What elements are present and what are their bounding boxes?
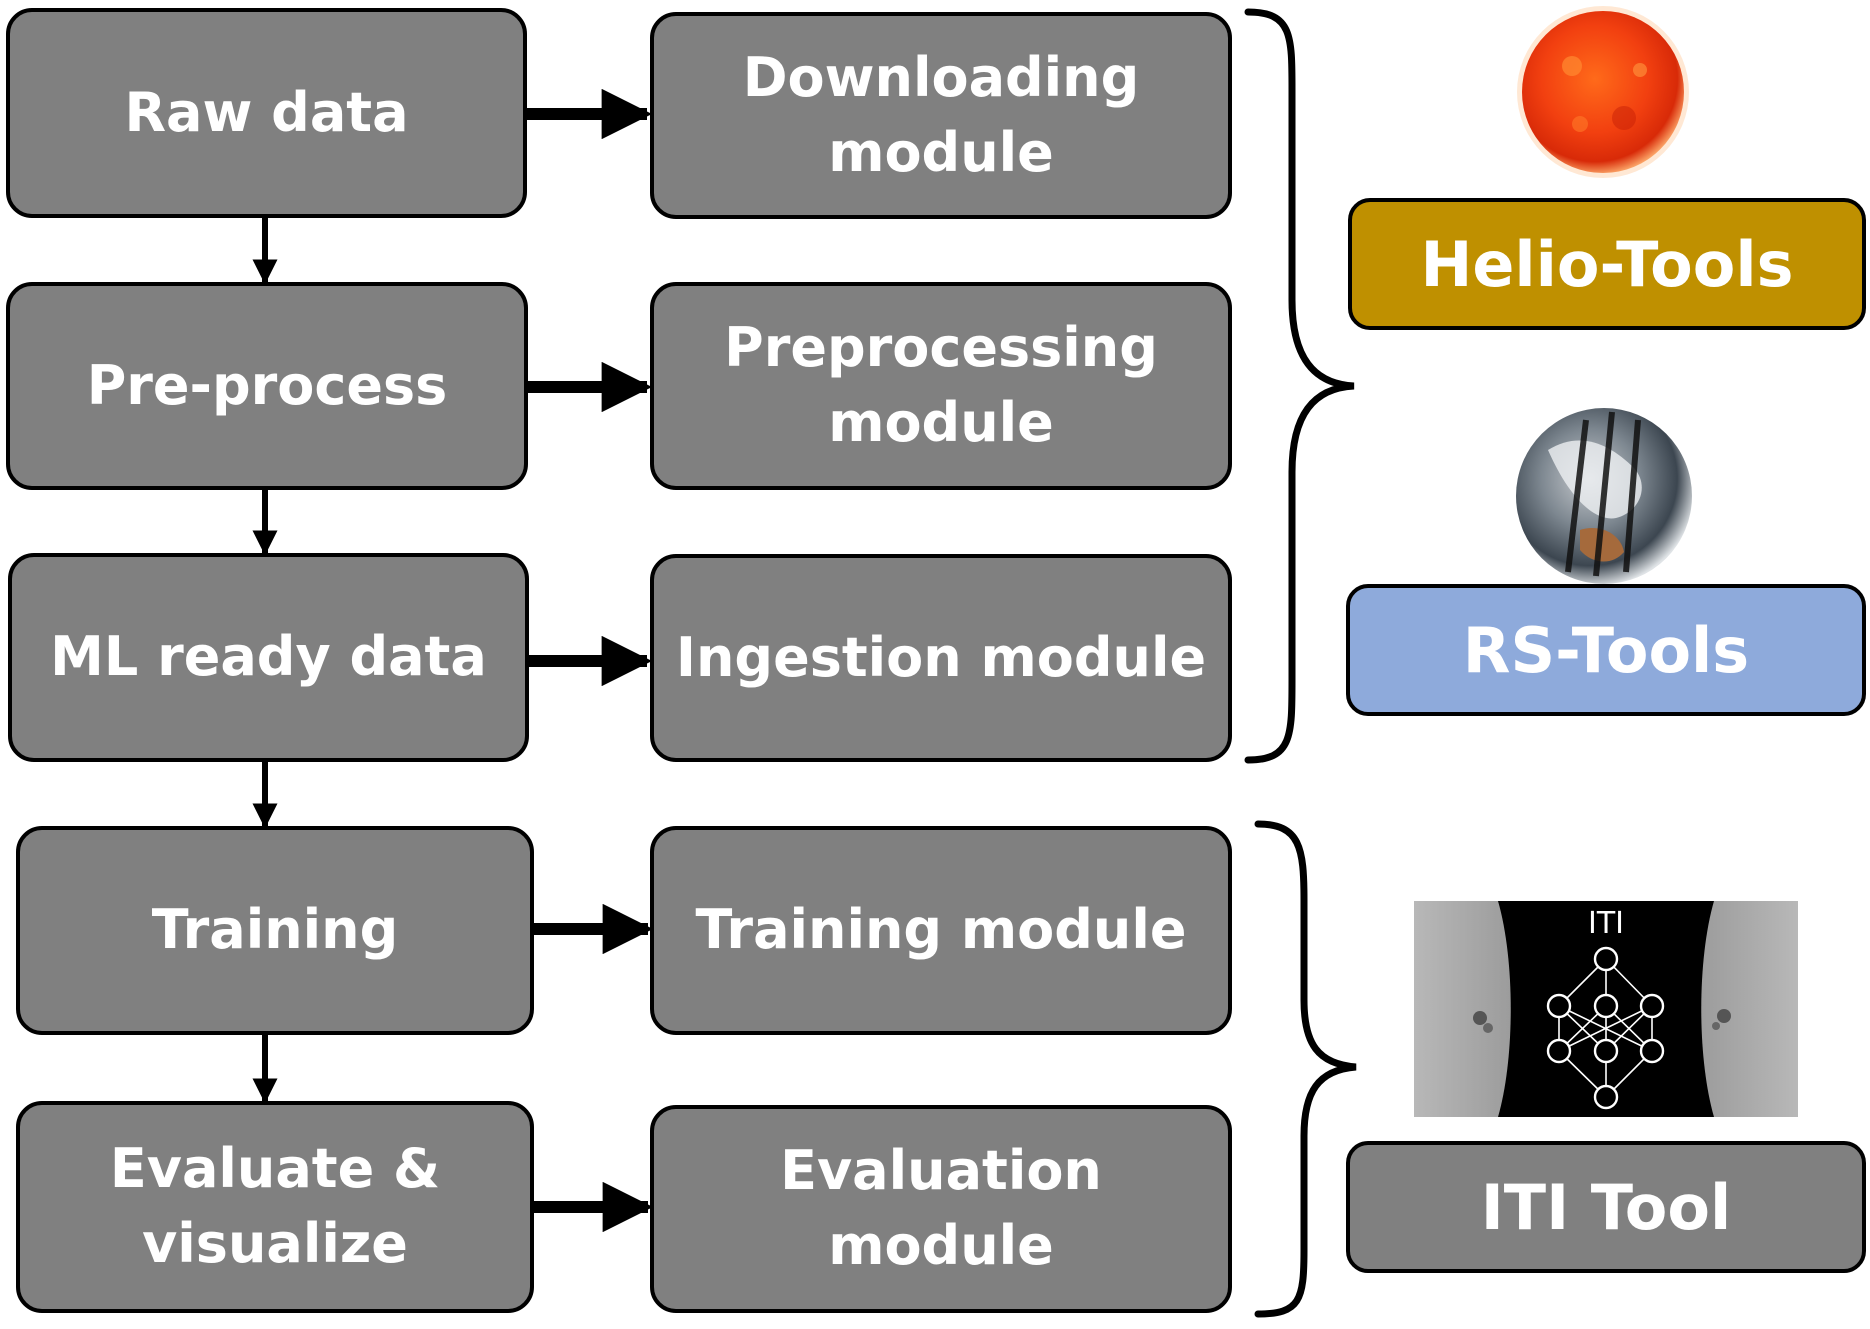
evaluation-module: Evaluation module [650,1105,1232,1313]
brace-iti-tool [1254,820,1357,1318]
brace-data-tools [1244,8,1355,764]
step-raw-data: Raw data [6,8,527,218]
sun-image [1517,6,1689,178]
earth-image [1516,408,1692,584]
step-evaluate-visualize: Evaluate & visualize [16,1101,534,1313]
ingestion-module: Ingestion module [650,554,1232,762]
training-module: Training module [650,826,1232,1035]
iti-neural-network-image: ITI [1414,901,1798,1117]
preprocessing-module: Preprocessing module [650,282,1232,490]
step-pre-process: Pre-process [6,282,528,490]
step-training: Training [16,826,534,1035]
iti-image-caption: ITI [1588,906,1624,941]
rs-tools-label: RS-Tools [1346,584,1866,716]
downloading-module: Downloading module [650,12,1232,219]
iti-tool-label: ITI Tool [1346,1141,1866,1273]
step-ml-ready-data: ML ready data [8,553,529,762]
helio-tools-label: Helio-Tools [1348,198,1866,330]
